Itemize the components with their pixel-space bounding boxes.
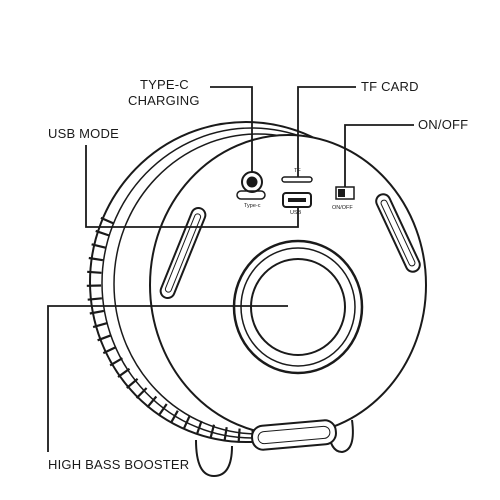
high-bass-booster-callout: HIGH BASS BOOSTER (48, 457, 190, 472)
rim-rib (100, 216, 115, 225)
rim-rib (223, 427, 228, 442)
rim-rib (157, 403, 168, 417)
tf-card-slot[interactable] (281, 176, 313, 183)
leader-bass-booster (47, 305, 288, 452)
usb-mode-callout: USB MODE (48, 126, 119, 141)
rim-rib (109, 357, 123, 367)
rim-rib (126, 377, 139, 389)
rim-rib (195, 420, 203, 435)
left-vent (159, 206, 207, 300)
bottom-vent-inner (257, 425, 331, 445)
rim-rib (102, 346, 117, 355)
type-c-callout-line1: TYPE-C (140, 77, 189, 92)
left-vent-inner (164, 213, 202, 293)
rim-rib (89, 309, 105, 315)
rim-rib (146, 395, 158, 409)
leader-tf-card (297, 86, 356, 177)
tf-card-callout: TF CARD (361, 79, 419, 94)
bottom-vent (251, 419, 337, 451)
power-switch-knob (338, 189, 345, 197)
leader-lines (47, 86, 414, 452)
right-vent (375, 193, 421, 273)
rim-rib (95, 229, 110, 237)
rim-rib (87, 297, 103, 301)
leader-usb-mode (85, 145, 299, 228)
rim-rib (169, 410, 179, 424)
leader-type-c (210, 86, 253, 172)
usb-port-tongue (288, 198, 306, 202)
type-c-callout-line2: CHARGING (128, 93, 200, 108)
bass-radiator (232, 239, 364, 375)
rim-rib (182, 415, 191, 430)
on-off-callout: ON/OFF (418, 117, 469, 132)
rim-rib (91, 243, 106, 249)
rim-rib (135, 387, 148, 399)
left-foot (195, 439, 233, 478)
rim-rib (97, 334, 112, 342)
type-c-socket-outline (236, 190, 266, 200)
on-off-port-label: ON/OFF (332, 205, 353, 211)
rim-rib (87, 270, 102, 274)
type-c-port-label: Type-c (244, 203, 261, 209)
usb-port-label: USB (290, 210, 302, 216)
rim-rib (237, 428, 241, 443)
rim-rib (88, 256, 104, 262)
right-vent-inner (380, 199, 416, 267)
rim-rib (117, 367, 131, 378)
leader-on-off (344, 124, 414, 187)
rim-rib (209, 424, 216, 439)
type-c-port[interactable] (241, 171, 263, 193)
rim-rib (92, 322, 108, 329)
